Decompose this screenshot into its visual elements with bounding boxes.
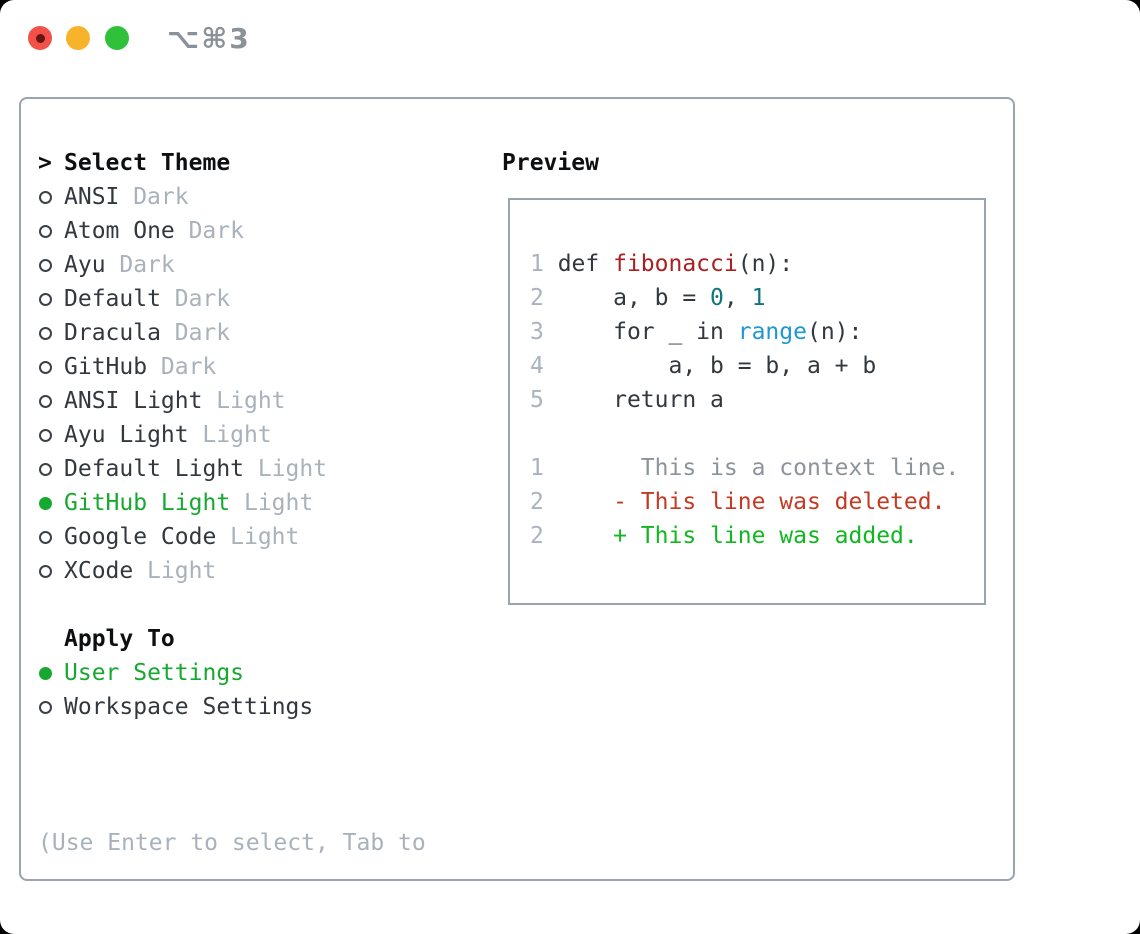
option-label: GitHub	[64, 354, 148, 380]
variant-label: Light	[147, 558, 217, 584]
radio-icon	[39, 258, 52, 272]
focus-arrow-icon: >	[38, 150, 52, 176]
apply-option[interactable]: Workspace Settings	[38, 690, 426, 724]
code-line: 2 a, b = 0, 1	[530, 285, 766, 311]
theme-option[interactable]: GitHub Light Light	[38, 486, 426, 520]
option-label: Ayu Light	[64, 422, 189, 448]
line-number: 3	[530, 319, 558, 345]
radio-icon	[39, 190, 52, 204]
select-theme-header: > Select Theme	[38, 146, 426, 180]
hint-text: (Use Enter to select, Tab to change focu…	[38, 758, 426, 934]
radio-icon	[39, 530, 52, 544]
theme-option[interactable]: Ayu Light Light	[38, 418, 426, 452]
variant-label: Dark	[133, 184, 189, 210]
option-label: Ayu	[64, 252, 106, 278]
select-theme-title: Select Theme	[64, 150, 231, 176]
preview-pane: 1 def fibonacci(n): 2 a, b = 0, 1 3 for _ …	[508, 198, 986, 605]
theme-option[interactable]: Ayu Dark	[38, 248, 426, 282]
radio-icon	[39, 564, 52, 578]
line-number: 2	[530, 489, 558, 515]
variant-label: Dark	[174, 286, 231, 312]
theme-option[interactable]: ANSI Dark	[38, 180, 426, 214]
code-line	[530, 417, 959, 451]
theme-option[interactable]: Default Light Light	[38, 452, 426, 486]
line-number: 2	[530, 285, 558, 311]
apply-to-title: Apply To	[64, 626, 175, 652]
option-label: User Settings	[64, 660, 245, 686]
variant-label: Dark	[119, 252, 175, 278]
hint-line-1: (Use Enter to select, Tab to	[38, 830, 426, 856]
theme-option[interactable]: Dracula Dark	[38, 316, 426, 350]
option-label: Atom One	[64, 218, 175, 244]
radio-icon	[39, 700, 52, 714]
spacer	[38, 588, 426, 622]
radio-icon	[39, 360, 52, 374]
variant-label: Light	[216, 388, 286, 414]
radio-icon	[39, 394, 52, 408]
theme-option[interactable]: ANSI Light Light	[38, 384, 426, 418]
line-number: 1	[530, 455, 558, 481]
titlebar: ⌥⌘3	[0, 0, 1140, 76]
hint-line-2: change focus)	[38, 928, 426, 934]
code-line: 2 - This line was deleted.	[530, 489, 946, 515]
radio-icon	[39, 326, 52, 340]
minimize-button[interactable]	[66, 26, 90, 50]
variant-label: Light	[243, 490, 314, 516]
code-line: 5 return a	[530, 387, 724, 413]
variant-label: Light	[230, 524, 300, 550]
variant-label: Light	[202, 422, 272, 448]
option-label: Dracula	[64, 320, 161, 346]
line-number: 1	[530, 251, 558, 277]
window-title: ⌥⌘3	[167, 22, 251, 55]
theme-option[interactable]: Google Code Light	[38, 520, 426, 554]
code-line: 3 for _ in range(n):	[530, 319, 863, 345]
option-label: XCode	[64, 558, 134, 584]
option-label: Default	[64, 286, 161, 312]
option-label: Workspace Settings	[64, 694, 314, 720]
radio-icon	[39, 224, 52, 238]
variant-label: Dark	[174, 320, 231, 346]
radio-icon	[39, 462, 52, 476]
preview-title: Preview	[502, 150, 599, 176]
zoom-button[interactable]	[105, 26, 129, 50]
line-number: 4	[530, 353, 558, 379]
spacer	[38, 724, 426, 758]
line-number: 5	[530, 387, 558, 413]
option-label: ANSI Light	[64, 388, 203, 414]
radio-icon	[39, 292, 52, 306]
code-line: 4 a, b = b, a + b	[530, 353, 877, 379]
theme-option[interactable]: GitHub Dark	[38, 350, 426, 384]
code-line: 2 + This line was added.	[530, 523, 918, 549]
option-label: GitHub Light	[64, 490, 231, 516]
variant-label: Dark	[188, 218, 244, 244]
theme-option[interactable]: XCode Light	[38, 554, 426, 588]
close-button[interactable]	[28, 26, 52, 50]
variant-label: Dark	[160, 354, 217, 380]
theme-option[interactable]: Atom One Dark	[38, 214, 426, 248]
variant-label: Light	[257, 456, 328, 482]
apply-option[interactable]: User Settings	[38, 656, 426, 690]
theme-option[interactable]: Default Dark	[38, 282, 426, 316]
option-label: Google Code	[64, 524, 217, 550]
apply-to-header: Apply To	[38, 622, 426, 656]
code-sample: 1 def fibonacci(n): 2 a, b = 0, 1 3 for _ …	[530, 247, 959, 553]
radio-selected-icon	[39, 666, 52, 680]
code-line: 1 This is a context line.	[530, 455, 960, 481]
option-label: ANSI	[64, 184, 120, 210]
radio-icon	[39, 428, 52, 442]
code-line: 1 def fibonacci(n):	[530, 251, 794, 277]
close-dot-icon	[35, 33, 45, 43]
radio-selected-icon	[39, 496, 52, 510]
option-label: Default Light	[64, 456, 245, 482]
line-number: 2	[530, 523, 558, 549]
